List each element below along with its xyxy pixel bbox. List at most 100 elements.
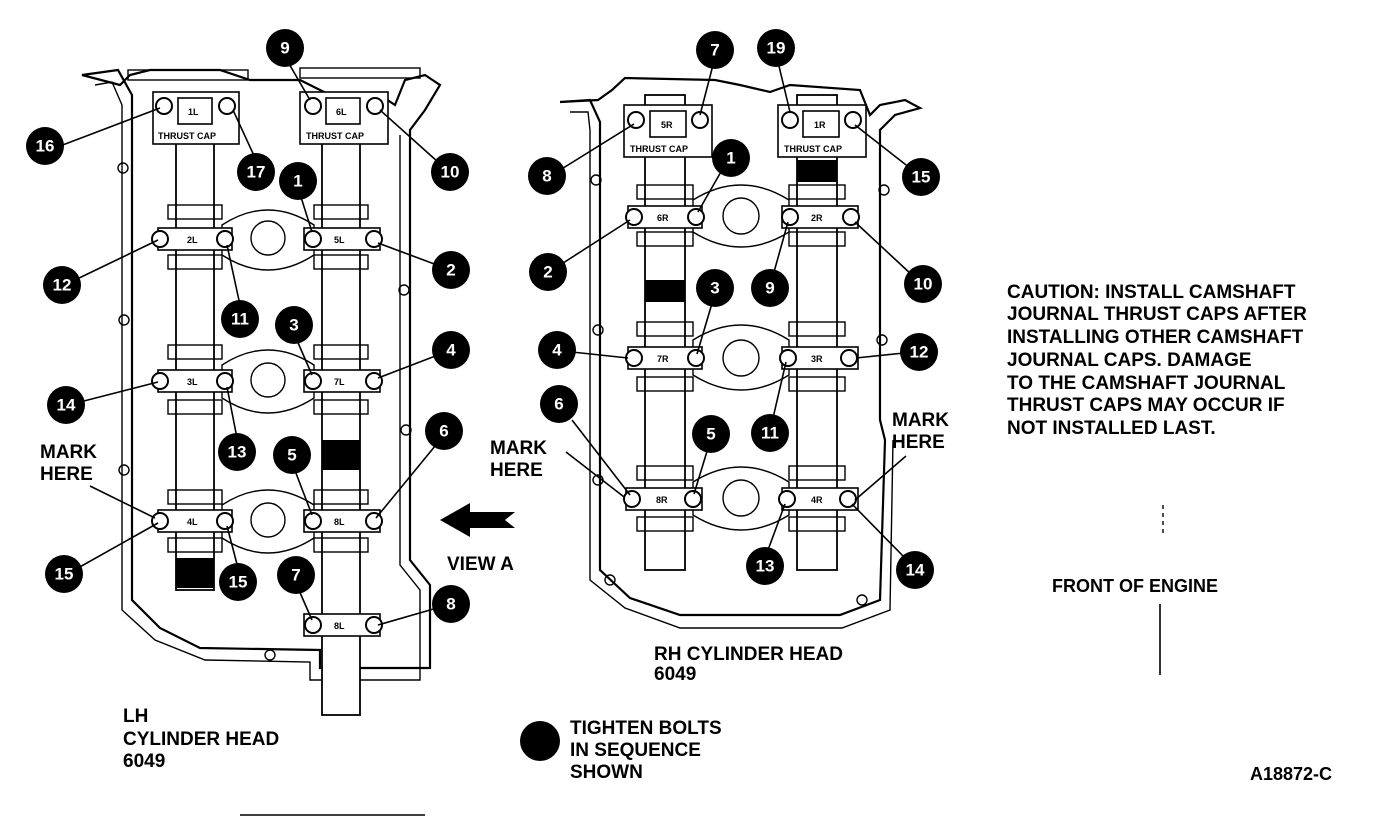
rh-lobe xyxy=(636,465,694,481)
sequence-number: 4 xyxy=(552,341,562,360)
lh-cap-id: 6L xyxy=(336,107,347,117)
leader xyxy=(295,337,313,376)
lh-lobe xyxy=(313,489,369,505)
rh-bolt xyxy=(623,490,641,508)
lh-bridge xyxy=(221,209,315,271)
lh-bolt xyxy=(365,616,383,634)
rh-cap-id-box xyxy=(802,110,840,138)
sequence-number: 1 xyxy=(293,172,302,191)
sequence-number: 5 xyxy=(287,446,296,465)
sequence-number: 10 xyxy=(914,275,933,294)
lh-cap-id-box xyxy=(177,97,213,125)
leader xyxy=(559,123,635,171)
sequence-number: 6 xyxy=(554,395,563,414)
sequence-marker xyxy=(692,415,730,453)
lh-lobe xyxy=(167,537,223,553)
sequence-number: 14 xyxy=(57,396,76,415)
rh-plug-hole xyxy=(722,339,760,377)
lh-lobe xyxy=(313,344,369,360)
rh-bolt xyxy=(625,349,643,367)
rh-head-hole xyxy=(592,324,604,336)
rh-head-hole xyxy=(856,594,868,606)
caution-line: CAUTION: INSTALL CAMSHAFT xyxy=(1007,282,1296,303)
rh-cap-id: 4R xyxy=(811,495,823,505)
sequence-marker xyxy=(696,269,734,307)
front-of-engine-label: FRONT OF ENGINE xyxy=(1052,576,1218,596)
rh-bolt xyxy=(687,349,705,367)
lh-mark-here-label: HERE xyxy=(40,464,93,485)
lh-lobe xyxy=(313,399,369,415)
rh-bridge xyxy=(692,466,790,531)
lh-lobe xyxy=(313,254,369,270)
leader xyxy=(571,351,629,359)
rh-lobe xyxy=(788,231,846,247)
lh-cylinder-head: 1L THRUST CAP 6L THRUST CAP 2L 5L 3L 7L … xyxy=(40,67,442,716)
sequence-number: 3 xyxy=(710,279,719,298)
sequence-marker xyxy=(43,266,81,304)
lh-top-plate-2 xyxy=(299,67,421,79)
sequence-marker xyxy=(277,556,315,594)
rh-bolt xyxy=(840,349,858,367)
lh-lobe xyxy=(167,204,223,220)
rh-lobe xyxy=(788,376,846,392)
rh-bolt xyxy=(844,111,862,129)
lh-lobe xyxy=(167,399,223,415)
lh-plug-hole xyxy=(250,220,286,256)
legend-text: TIGHTEN BOLTS xyxy=(570,718,722,739)
rh-cap-id: 2R xyxy=(811,213,823,223)
lh-head-hole xyxy=(117,162,129,174)
leader xyxy=(854,221,913,276)
lh-bridge xyxy=(221,349,315,414)
leader xyxy=(226,525,239,569)
sequence-marker xyxy=(896,551,934,589)
leader xyxy=(79,381,159,403)
lh-bolt xyxy=(216,372,234,390)
sequence-number: 2 xyxy=(446,261,455,280)
leader xyxy=(777,61,791,113)
sequence-number: 8 xyxy=(446,595,455,614)
rh-bolt xyxy=(778,490,796,508)
leader xyxy=(855,352,905,359)
rh-bolt xyxy=(781,111,799,129)
rh-plug-hole xyxy=(722,479,760,517)
lh-head-inner-outline xyxy=(94,81,421,681)
leader xyxy=(375,439,441,519)
sequence-number: 17 xyxy=(247,163,266,182)
sequence-number: 16 xyxy=(36,137,55,156)
sequence-number: 6 xyxy=(439,422,448,441)
caution-line: THRUST CAPS MAY OCCUR IF xyxy=(1007,395,1285,416)
rh-cap-id: 3R xyxy=(811,354,823,364)
lh-plug-hole xyxy=(250,362,286,398)
lh-head-label: CYLINDER HEAD xyxy=(123,729,279,750)
rh-bridge xyxy=(692,184,790,248)
lh-cap-id: 1L xyxy=(188,107,199,117)
lh-bolt xyxy=(304,97,322,115)
rh-lobe xyxy=(788,516,846,532)
leader xyxy=(854,124,911,169)
legend-marker-icon xyxy=(520,721,560,761)
sequence-number: 13 xyxy=(228,443,247,462)
lh-bolt xyxy=(304,372,322,390)
sequence-number: 8 xyxy=(542,167,551,186)
rh-lobe xyxy=(788,321,846,337)
lh-lobe-dark xyxy=(322,440,360,470)
caution-line: INSTALLING OTHER CAMSHAFT xyxy=(1007,327,1304,348)
sequence-marker xyxy=(528,157,566,195)
sequence-number: 15 xyxy=(912,168,931,187)
sequence-number: 9 xyxy=(280,39,289,58)
rh-head-label: RH CYLINDER HEAD xyxy=(654,644,843,665)
lh-head-hole xyxy=(398,284,410,296)
sequence-marker xyxy=(900,333,938,371)
sequence-marker xyxy=(751,269,789,307)
sequence-number: 9 xyxy=(765,279,774,298)
caution-note: CAUTION: INSTALL CAMSHAFT JOURNAL THRUST… xyxy=(1007,282,1307,439)
rh-head-hole xyxy=(878,184,890,196)
rh-head-hole xyxy=(604,574,616,586)
lh-bolt xyxy=(216,230,234,248)
lh-lobe xyxy=(167,344,223,360)
sequence-number: 13 xyxy=(756,557,775,576)
leader xyxy=(693,447,709,495)
sequence-number: 12 xyxy=(53,276,72,295)
sequence-marker xyxy=(273,436,311,474)
